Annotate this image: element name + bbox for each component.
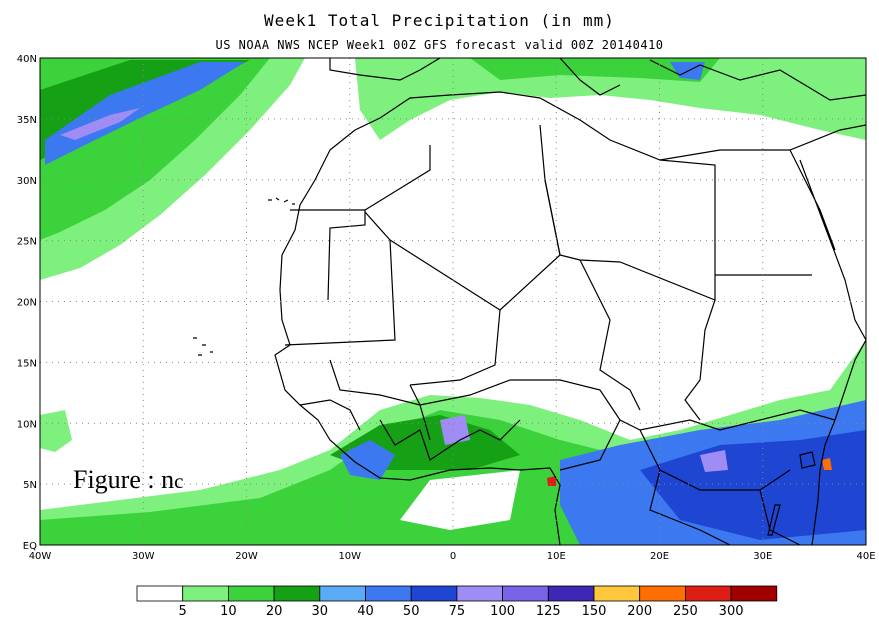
colorbar-label: 20 <box>266 604 283 617</box>
colorbar-swatch <box>547 585 595 602</box>
border-sahel <box>329 359 601 441</box>
colorbar-swatch <box>182 585 229 602</box>
colorbar-swatch <box>593 585 641 602</box>
colorbar-swatch <box>730 585 778 602</box>
border-niger-chad <box>409 259 641 411</box>
colorbar-swatch <box>410 585 458 602</box>
lat-tick-label: 5N <box>23 480 37 491</box>
precip-band-atlantic-purple <box>60 108 140 140</box>
lake-tanganyika <box>767 504 781 536</box>
lon-tick-label: 10E <box>547 551 566 562</box>
colorbar-label: 150 <box>582 604 607 617</box>
border-egypt-sudan <box>684 274 812 421</box>
lat-tick-label: 35N <box>17 115 37 126</box>
colorbar-label: 250 <box>673 604 698 617</box>
lat-tick-label: 40N <box>17 54 37 65</box>
colorbar-label: 30 <box>312 604 329 617</box>
precip-spot-guinea <box>340 440 395 480</box>
lon-tick-label: 20W <box>235 551 258 562</box>
precip-spot-red <box>822 458 832 470</box>
colorbar-label: 300 <box>719 604 744 617</box>
lat-tick-label: EQ <box>23 541 37 552</box>
figure-label-text: Figure : n <box>73 465 175 494</box>
border-west-sahara <box>290 209 366 301</box>
border-central-africa <box>559 389 836 545</box>
colorbar-label: 125 <box>536 604 561 617</box>
lon-tick-label: 40E <box>856 551 875 562</box>
border-west-coast-states <box>299 399 521 461</box>
map-frame <box>39 57 867 546</box>
precip-spot-purple-2 <box>700 450 728 472</box>
lat-tick-label: 10N <box>17 419 37 430</box>
lat-tick-label: 30N <box>17 176 37 187</box>
colorbar-label: 200 <box>627 604 652 617</box>
coastlines <box>193 58 866 545</box>
colorbar-swatch <box>365 585 412 602</box>
colorbar-swatch <box>319 585 366 602</box>
colorbar-swatch <box>456 585 503 602</box>
lon-axis: 40W 30W 20W 10W 0 10E 20E 30E 40E <box>29 551 876 562</box>
lat-axis: EQ 5N 10N 15N 20N 25N 30N 35N 40N <box>17 54 37 552</box>
colorbar-label: 10 <box>220 604 237 617</box>
lat-tick-label: 15N <box>17 358 37 369</box>
lon-tick-label: 30E <box>753 551 772 562</box>
colorbar-swatch <box>502 585 549 602</box>
lon-tick-label: 0 <box>450 551 456 562</box>
colorbar-swatch <box>227 585 275 602</box>
colorbar-label: 50 <box>403 604 420 617</box>
lon-tick-label: 30W <box>132 551 155 562</box>
lat-tick-label: 25N <box>17 237 37 248</box>
italy-greece-coast <box>559 58 866 101</box>
precip-band-atlantic-blue <box>45 62 245 165</box>
precip-spot-purple-1 <box>440 415 470 445</box>
colorbar-label: 100 <box>490 604 515 617</box>
colorbar-label: 75 <box>449 604 466 617</box>
chart-title: Week1 Total Precipitation (in mm) <box>264 11 615 30</box>
border-mauritania-mali <box>284 211 396 346</box>
colorbar-swatch <box>685 585 732 602</box>
red-sea-coast <box>789 149 866 341</box>
figure-label-suffix: c <box>174 469 184 493</box>
chart-subtitle: US NOAA NWS NCEP Week1 00Z GFS forecast … <box>215 38 664 52</box>
colorbar-boxes <box>136 585 778 602</box>
precip-dry-gulf <box>400 470 520 530</box>
colorbar-labels: 5 10 20 30 40 50 75 100 125 150 200 250 300 <box>179 604 744 617</box>
precip-spot-red-2 <box>547 476 556 486</box>
lon-tick-label: 10W <box>338 551 361 562</box>
precip-band-congo-dark <box>640 430 866 540</box>
lon-tick-label: 40W <box>29 551 52 562</box>
lat-tick-label: 20N <box>17 298 37 309</box>
precip-spot-atlantic-west <box>40 410 72 452</box>
morocco-coast <box>329 129 356 151</box>
colorbar-swatch <box>639 585 686 602</box>
lon-tick-label: 20E <box>650 551 669 562</box>
spain-coast <box>329 58 441 81</box>
precip-fields <box>40 58 866 545</box>
figure-label: Figure : nc <box>73 465 183 495</box>
lake-victoria <box>799 451 816 469</box>
cape-verde-islands <box>193 337 213 356</box>
precip-band-mediterranean <box>355 58 866 140</box>
colorbar-swatch <box>273 585 321 602</box>
canary-islands <box>268 197 295 205</box>
colorbar-label: 40 <box>357 604 374 617</box>
border-libya <box>544 159 716 301</box>
colorbar-swatch <box>136 585 184 602</box>
colorbar-label: 5 <box>179 604 187 617</box>
